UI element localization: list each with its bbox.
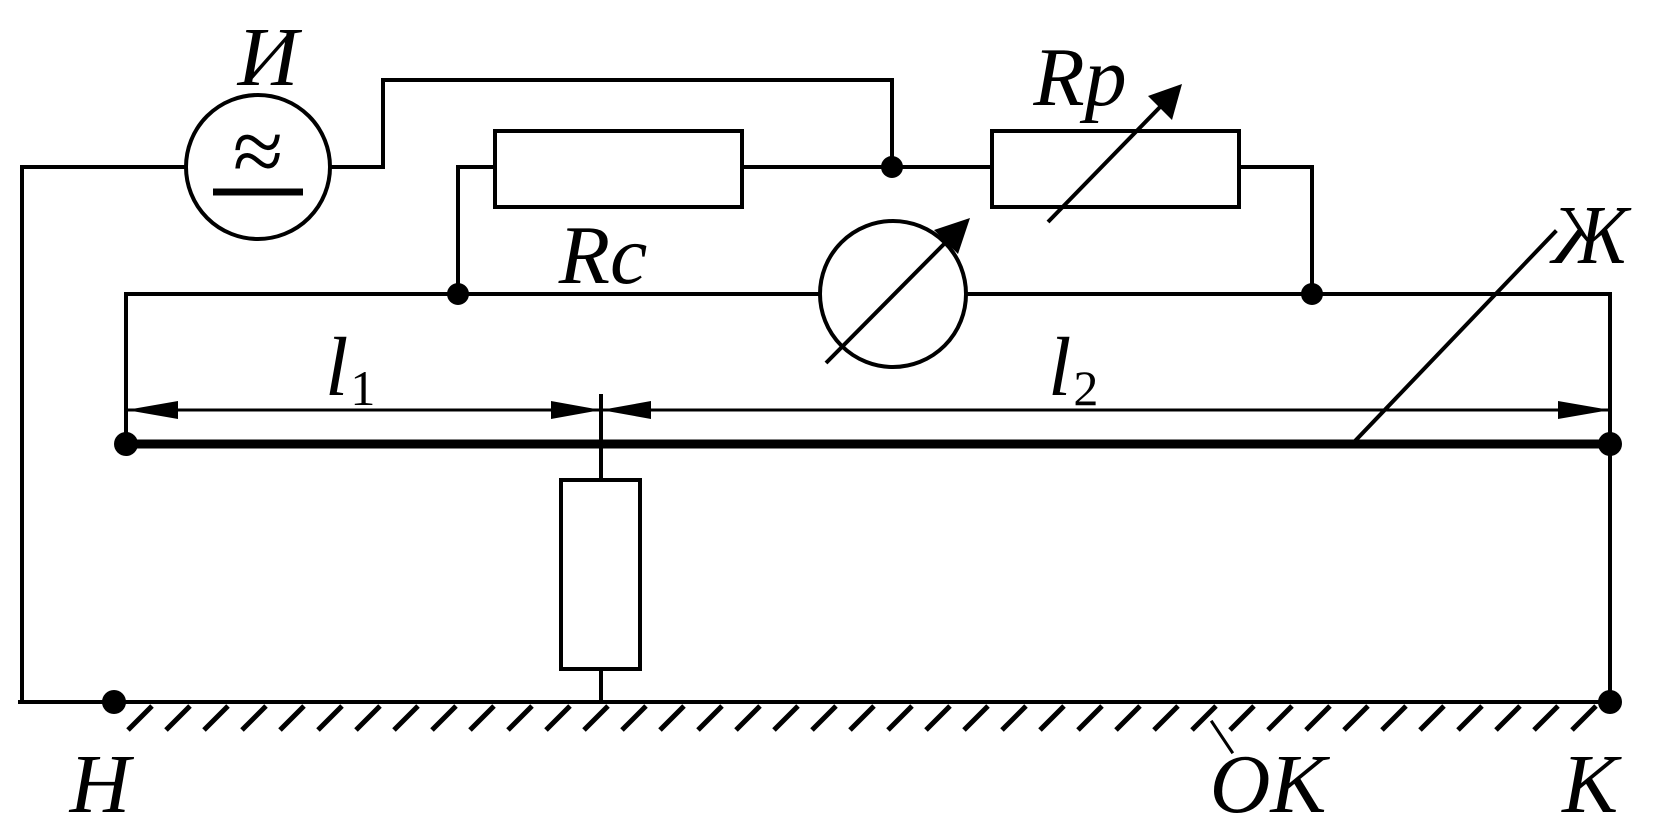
- sheath-ground-line: [18, 700, 1612, 732]
- hatch-stroke: [1190, 704, 1218, 732]
- hatch-stroke: [240, 704, 268, 732]
- hatch-stroke: [506, 704, 534, 732]
- hatch-stroke: [1266, 704, 1294, 732]
- hatch-stroke: [1228, 704, 1256, 732]
- hatch-stroke: [772, 704, 800, 732]
- hatch-stroke: [316, 704, 344, 732]
- rc-label: Rc: [558, 209, 648, 302]
- junction-dots: [102, 156, 1622, 714]
- start-label: Н: [69, 738, 135, 827]
- fault-resistance: [559, 478, 642, 671]
- wire-source-to-bridge: [328, 78, 894, 169]
- hatch-stroke: [1000, 704, 1028, 732]
- l1-label: l1: [325, 321, 375, 416]
- hatch-stroke: [1418, 704, 1446, 732]
- hatch-stroke: [1114, 704, 1142, 732]
- hatch-stroke: [886, 704, 914, 732]
- resistor-rp: [990, 129, 1241, 209]
- hatch-stroke: [430, 704, 458, 732]
- dimension-l1: [124, 401, 603, 419]
- rp-label: Rp: [1032, 31, 1126, 124]
- hatch-stroke: [810, 704, 838, 732]
- ac-source: ≈: [184, 93, 332, 241]
- sheath-hatching: [126, 704, 1598, 732]
- hatch-stroke: [696, 704, 724, 732]
- hatch-stroke: [354, 704, 382, 732]
- hatch-stroke: [658, 704, 686, 732]
- end-label: К: [1561, 738, 1622, 827]
- hatch-stroke: [1076, 704, 1104, 732]
- hatch-stroke: [1570, 704, 1598, 732]
- core-label: Ж: [1549, 189, 1632, 282]
- sheath-label: ОК: [1210, 738, 1331, 827]
- hatch-stroke: [1456, 704, 1484, 732]
- galvanometer: [818, 218, 970, 369]
- sheath-leader: [1209, 719, 1235, 755]
- hatch-stroke: [1380, 704, 1408, 732]
- hatch-stroke: [582, 704, 610, 732]
- hatch-stroke: [1304, 704, 1332, 732]
- hatch-stroke: [1038, 704, 1066, 732]
- hatch-stroke: [924, 704, 952, 732]
- hatch-stroke: [278, 704, 306, 732]
- hatch-stroke: [202, 704, 230, 732]
- dimension-l2: [599, 401, 1612, 419]
- resistor-rc: [493, 129, 744, 209]
- hatch-stroke: [126, 704, 154, 732]
- hatch-stroke: [544, 704, 572, 732]
- wire-rp-right: [1237, 165, 1314, 296]
- hatch-stroke: [392, 704, 420, 732]
- wire-rc-left: [456, 165, 497, 296]
- hatch-stroke: [468, 704, 496, 732]
- hatch-stroke: [164, 704, 192, 732]
- l2-label: l2: [1048, 321, 1098, 416]
- wire-source-to-start: [20, 165, 187, 704]
- hatch-stroke: [1494, 704, 1522, 732]
- hatch-stroke: [962, 704, 990, 732]
- hatch-stroke: [848, 704, 876, 732]
- hatch-stroke: [734, 704, 762, 732]
- hatch-stroke: [1342, 704, 1370, 732]
- hatch-stroke: [620, 704, 648, 732]
- source-label: И: [237, 11, 303, 104]
- rp-adjust-arrow: [1046, 84, 1182, 224]
- core-leader: [1352, 229, 1558, 444]
- hatch-stroke: [1152, 704, 1180, 732]
- ac-symbol: ≈: [233, 100, 284, 202]
- hatch-stroke: [1532, 704, 1560, 732]
